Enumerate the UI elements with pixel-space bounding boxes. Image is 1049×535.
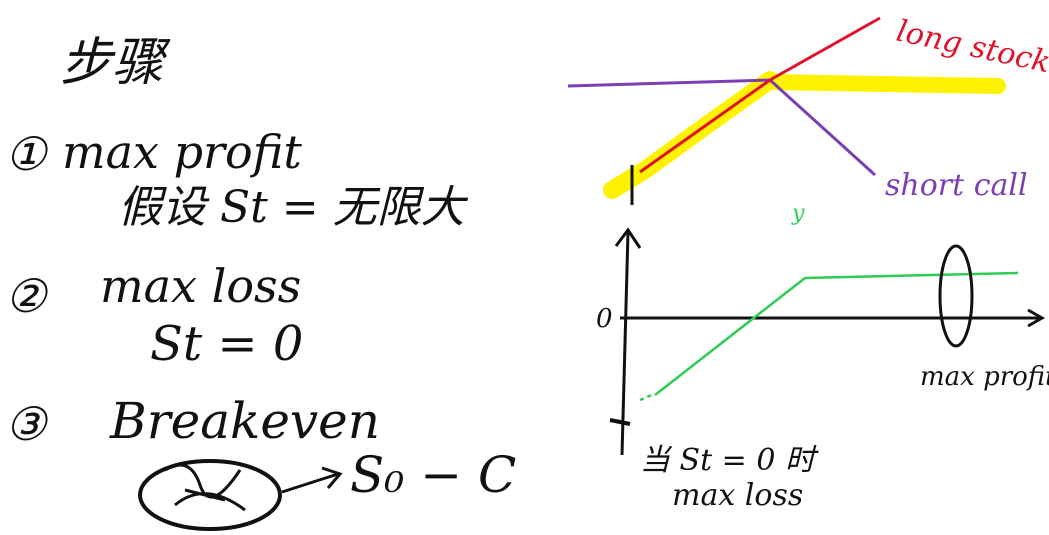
breakeven-circle — [138, 459, 282, 531]
zero-label: 0 — [596, 304, 613, 334]
highlight-right — [762, 74, 1006, 94]
step2-number: ② — [5, 269, 49, 323]
payoff-dash — [639, 392, 655, 402]
label-long-stock: long stock — [893, 14, 1049, 81]
label-short-call: short call — [885, 168, 1028, 203]
max-profit-ellipse — [938, 244, 974, 348]
x-axis — [620, 308, 1046, 328]
step3-detail: S₀ − C — [350, 446, 516, 504]
y-axis — [614, 227, 642, 456]
step3-title: Breakeven — [109, 392, 380, 450]
breakeven-scribble — [164, 463, 246, 512]
green-mark: y — [791, 201, 805, 226]
step1-number: ① — [5, 127, 49, 181]
step2-title: max loss — [100, 259, 301, 313]
max-loss-note: 当 St = 0 时 — [640, 443, 819, 478]
short-call-line — [567, 78, 877, 177]
step3-number: ③ — [5, 397, 49, 451]
max-profit-label: max profit — [920, 362, 1049, 392]
step1-detail: 假设 St = 无限大 — [118, 182, 469, 233]
payoff-line — [654, 271, 1019, 396]
long-stock-line — [639, 16, 881, 174]
max-loss-tick — [609, 418, 631, 426]
breakeven-arrow — [281, 466, 343, 494]
max-loss-label: max loss — [672, 478, 803, 513]
heading-steps: 步骤 — [60, 33, 171, 93]
step1-title: max profit — [62, 125, 302, 179]
step2-detail: St = 0 — [150, 316, 303, 372]
